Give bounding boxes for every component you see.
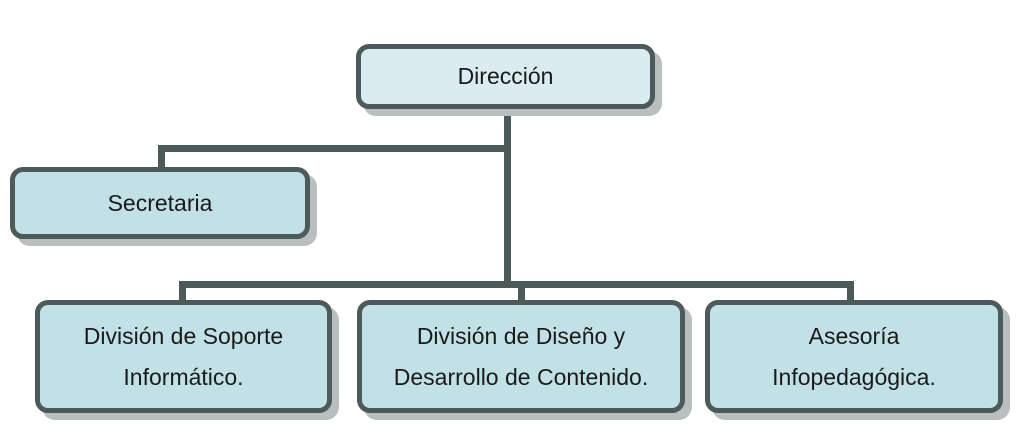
org-node-label-line: Informático. — [123, 363, 244, 390]
org-node-label-line: División de Diseño y — [416, 322, 626, 349]
org-node-label-line: Infopedagógica. — [772, 363, 936, 390]
connector-trunk-direccion — [504, 105, 511, 288]
org-node-asesoria-infopedagogica: Asesoría Infopedagógica. — [705, 300, 1003, 413]
connector-drop-diseno — [518, 281, 525, 307]
connector-drop-secretaria — [158, 145, 165, 175]
connector-drop-soporte — [179, 281, 186, 307]
connector-children-bar — [179, 281, 854, 288]
org-node-division-diseno-desarrollo-contenido: División de Diseño y Desarrollo de Conte… — [357, 300, 685, 413]
connector-branch-secretaria — [158, 145, 511, 152]
org-node-secretaria: Secretaria — [10, 167, 310, 239]
connector-drop-asesoria — [847, 281, 854, 307]
org-node-label-line: División de Soporte — [83, 322, 284, 349]
org-node-label: Dirección — [457, 63, 554, 89]
org-node-label-line: Asesoría — [808, 322, 900, 349]
org-node-label-line: Desarrollo de Contenido. — [393, 363, 649, 390]
org-node-label: Secretaria — [107, 189, 213, 216]
org-node-division-soporte-informatico: División de Soporte Informático. — [35, 300, 332, 413]
org-node-direccion: Dirección — [356, 44, 655, 109]
